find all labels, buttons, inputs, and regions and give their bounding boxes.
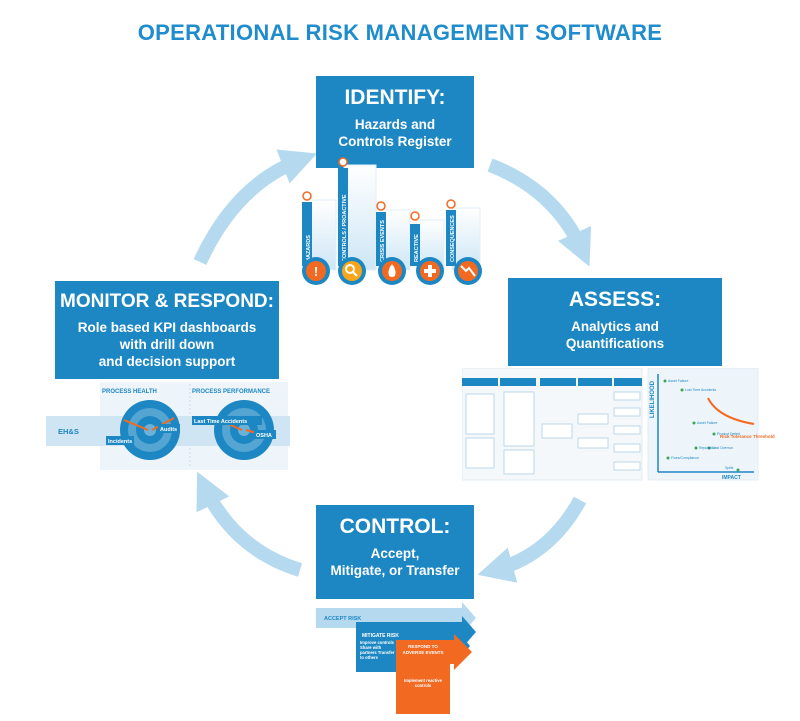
bar-label-controls: CONTROLS / PROACTIVE [342,194,348,262]
ehs-label: EH&S [58,427,79,436]
health-target [120,400,180,460]
respond-sub: Implement reactive controls [404,678,442,688]
point-3: Product Defect [717,432,740,436]
monitor-line2: with drill down [119,337,215,352]
arrow-control-to-monitor [196,471,303,577]
process-health-label: PROCESS HEALTH [102,389,157,395]
search-icon [338,257,366,285]
bar-label-hazards: HAZARDS [306,235,312,262]
identify-heading: IDENTIFY: [344,86,446,109]
mitigate-items: Improve controls Share with partners Tra… [360,640,395,660]
point-4: Reputation [699,446,716,450]
identify-line1: Hazards and [354,117,436,132]
control-line2: Mitigate, or Transfer [330,563,460,578]
monitor-dashboard: PROCESS HEALTH PROCESS PERFORMANCE EH&S … [46,382,290,470]
bar-label-crisis: CRISIS EVENTS [380,220,386,262]
axis-impact: IMPACT [722,475,741,481]
monitor-box: MONITOR & RESPOND: Role based KPI dashbo… [55,281,279,379]
monitor-line3: and decision support [98,354,236,369]
accept-risk-label: ACCEPT RISK [324,616,361,622]
audits-label: Audits [160,427,177,433]
svg-text:!: ! [314,264,318,279]
identify-box: IDENTIFY: Hazards and Controls Register [316,76,474,168]
arrow-identify-to-assess [487,158,592,267]
point-0: Asset Failure [668,379,688,383]
lost-time-label: Last Time Accidents [194,419,247,425]
monitor-heading: MONITOR & RESPOND: [60,291,274,312]
page-title: OPERATIONAL RISK MANAGEMENT SOFTWARE [137,20,663,45]
axis-likelihood: LIKELIHOOD [650,380,656,418]
osha-label: OSHA [256,433,272,439]
control-line1: Accept, [370,546,420,561]
control-arrows: ACCEPT RISK MITIGATE RISK Improve contro… [316,602,476,714]
identify-line2: Controls Register [338,134,452,149]
identify-bars: HAZARDS CONTROLS / PROACTIVE CRISIS EVEN… [302,157,482,285]
bar-label-consequences: CONSEQUENCES [450,215,456,262]
point-6: Fines/Compliance [671,456,699,460]
first-aid-icon [416,257,444,285]
process-performance-label: PROCESS PERFORMANCE [192,389,270,395]
control-heading: CONTROL: [339,515,451,538]
arrow-monitor-to-identify [193,149,317,265]
mitigate-risk-label: MITIGATE RISK [362,633,399,639]
control-box: CONTROL: Accept, Mitigate, or Transfer [316,505,474,599]
assess-box: ASSESS: Analytics and Quantifications [508,278,722,366]
incidents-label: Incidents [108,439,132,445]
respond-label: RESPOND TO ADVERSE EVENTS [402,644,444,655]
assess-heading: ASSESS: [568,288,662,311]
point-5: Cost Overrun [712,446,733,450]
assess-analytics: LIKELIHOOD IMPACT Risk Tolerance Thresho… [462,368,775,481]
fire-icon [378,257,406,285]
point-7: Spills [725,466,734,470]
point-2: Asset Failure [697,421,717,425]
threshold-label: Risk Tolerance Threshold [720,434,775,439]
arrow-assess-to-control [477,496,587,583]
hazard-icon: ! [302,257,330,285]
decline-icon [454,257,482,285]
monitor-line1: Role based KPI dashboards [77,320,257,335]
risk-threshold-curve [707,397,755,425]
point-1: Lost Time Accidents [685,388,716,392]
assess-line1: Analytics and [571,319,659,334]
bar-label-reactive: REACTIVE [414,234,420,262]
assess-line2: Quantifications [565,336,665,351]
